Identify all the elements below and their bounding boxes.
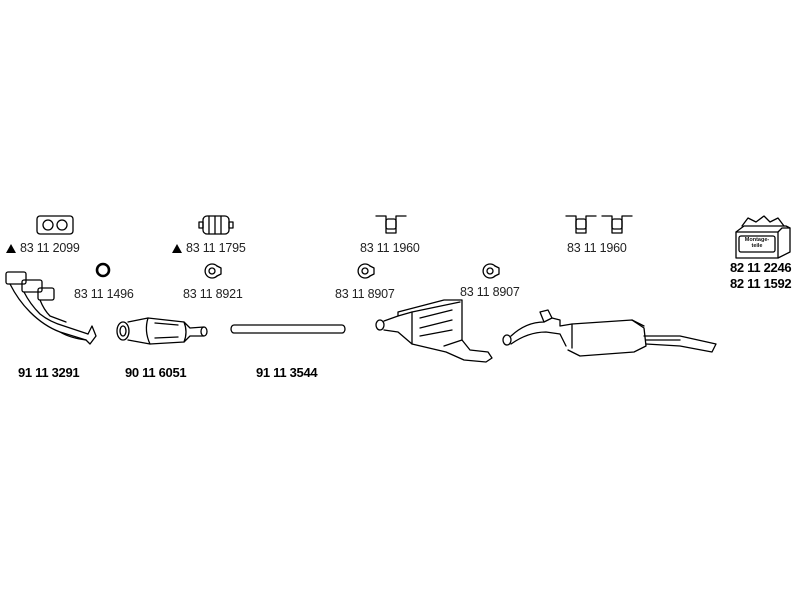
rubber-hanger-icon: [601, 215, 633, 234]
part-number-catalyst: 90 11 6051: [125, 365, 187, 380]
part-number-mounting-kit-1: 82 11 2246: [730, 260, 792, 275]
mounting-kit-box-label: Montage- teile: [740, 237, 774, 249]
triangle-marker-icon: [6, 244, 16, 253]
part-number-front-pipe: 91 11 3291: [18, 365, 80, 380]
rear-silencer-drawing: [502, 309, 717, 357]
middle-silencer-drawing: [375, 299, 493, 363]
mounting-kit-box-icon: [735, 215, 791, 259]
rubber-hanger-icon: [565, 215, 597, 234]
part-number-clamp-1: 83 11 8921: [183, 287, 243, 301]
part-number-clamp-3: 83 11 8907: [460, 285, 520, 299]
triangle-marker-icon: [172, 244, 182, 253]
front-pipe-drawing: [5, 271, 97, 345]
part-number-ring-gasket: 83 11 1496: [74, 287, 134, 301]
mounting-box-text-1: Montage-: [744, 237, 770, 243]
intermediate-pipe-drawing: [230, 324, 346, 334]
catalytic-converter-drawing: [116, 317, 208, 345]
part-number-gasket: 83 11 2099: [6, 241, 80, 255]
part-number-hanger-middle: 83 11 1960: [360, 241, 420, 255]
part-number-mounting-kit-2: 82 11 1592: [730, 276, 792, 291]
pipe-clamp-icon: [198, 215, 234, 235]
mounting-box-text-2: teile: [751, 243, 763, 249]
part-number-pipe-clamp: 83 11 1795: [172, 241, 246, 255]
part-number-clamp-2: 83 11 8907: [335, 287, 395, 301]
clamp-icon: [482, 263, 500, 279]
gasket-icon: [36, 215, 74, 235]
part-number-intermediate-pipe: 91 11 3544: [256, 365, 318, 380]
rubber-hanger-icon: [375, 215, 407, 234]
clamp-icon: [357, 263, 375, 279]
part-number-hanger-rear: 83 11 1960: [567, 241, 627, 255]
clamp-icon: [204, 263, 222, 279]
ring-gasket-icon: [95, 262, 111, 278]
